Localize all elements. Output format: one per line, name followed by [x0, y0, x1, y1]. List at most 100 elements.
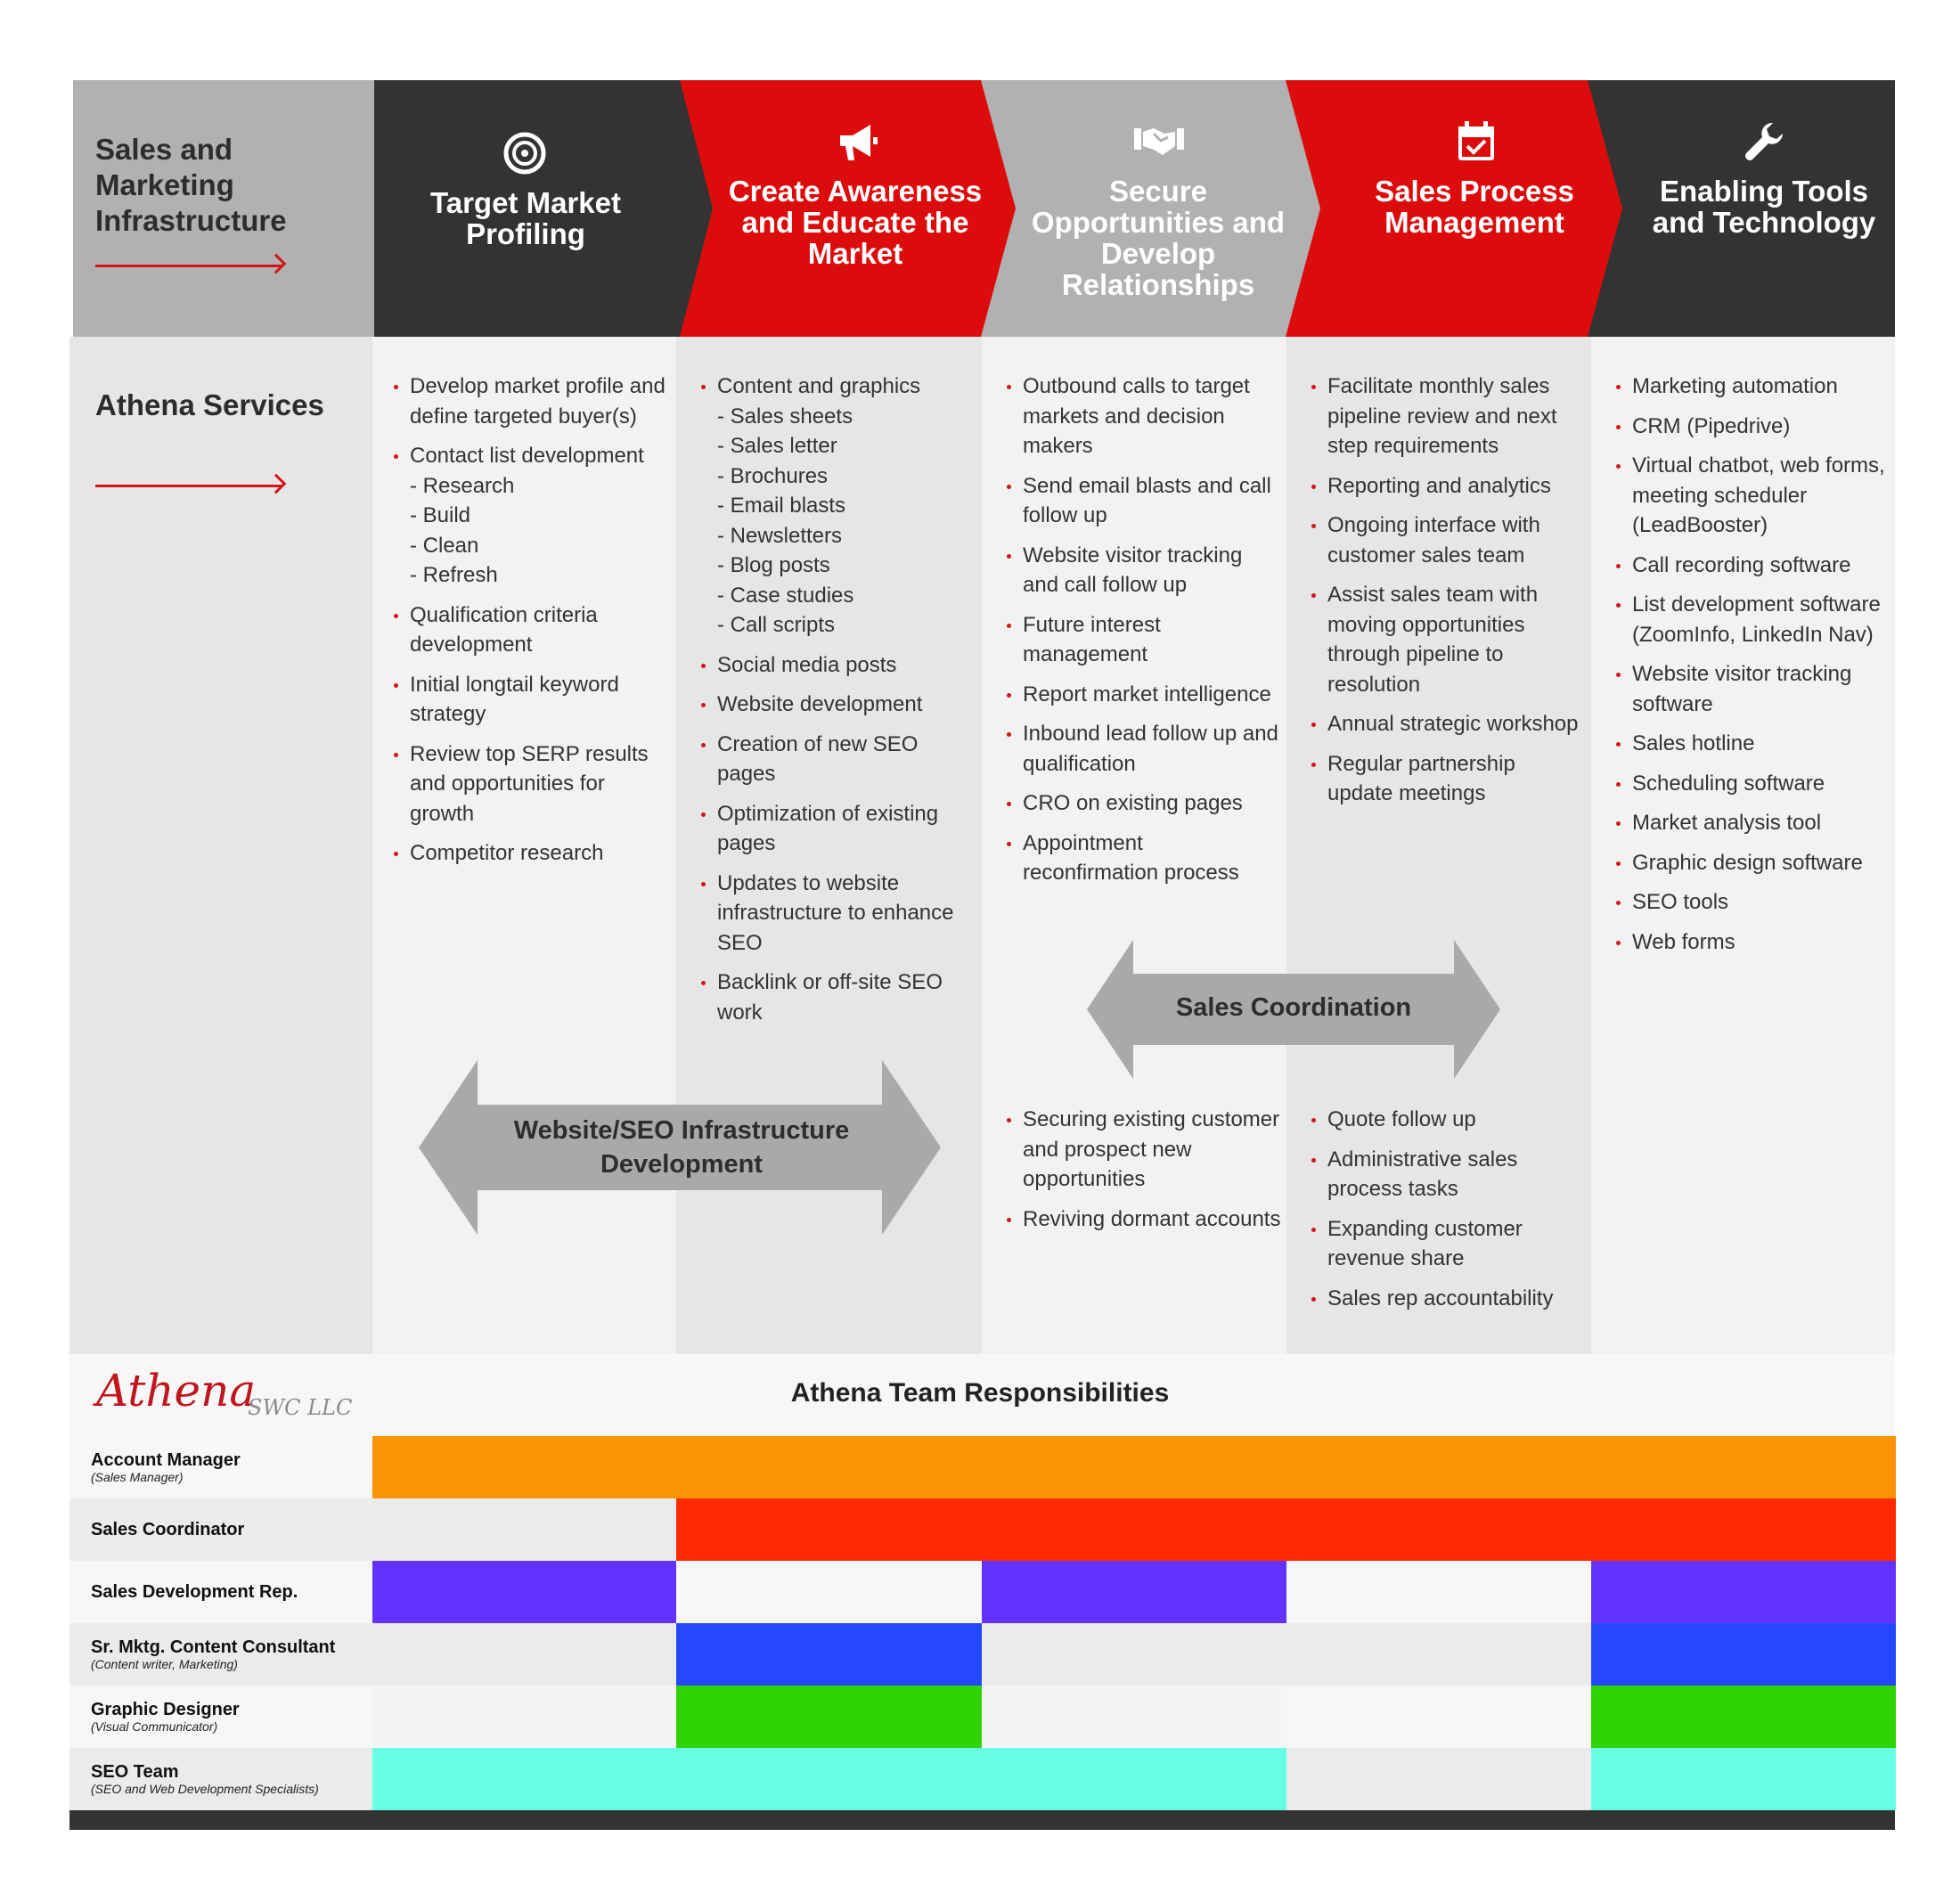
role-subtitle: (Visual Communicator) — [91, 1719, 218, 1734]
service-subitem: - Sales letter — [717, 434, 837, 458]
service-subitem: - Brochures — [717, 463, 829, 488]
service-item-text: Administrative sales process tasks — [1327, 1147, 1518, 1202]
service-item: Securing existing customer and prospect … — [1007, 1105, 1283, 1195]
role-label-cell: Sales Development Rep. — [69, 1561, 372, 1623]
role-label-cell: Sr. Mktg. Content Consultant(Content wri… — [69, 1623, 372, 1686]
stage-band-5 — [1588, 80, 1895, 337]
responsibility-cell-filled — [676, 1748, 983, 1810]
service-item: Ongoing interface with customer sales te… — [1311, 510, 1579, 570]
service-item: Website visitor tracking and call follow… — [1007, 541, 1283, 600]
service-item: Send email blasts and call follow up — [1007, 471, 1283, 531]
service-item: Creation of new SEO pages — [701, 730, 977, 789]
responsibility-cell-filled — [676, 1623, 983, 1686]
services-col-3-bg — [982, 337, 1286, 1354]
role-label-cell: Account Manager(Sales Manager) — [69, 1436, 372, 1498]
service-item: CRM (Pipedrive) — [1616, 412, 1888, 442]
role-name: Sr. Mktg. Content Consultant — [91, 1637, 336, 1657]
service-item-text: CRM (Pipedrive) — [1632, 413, 1791, 438]
responsibility-cell-empty — [1286, 1748, 1592, 1810]
responsibility-cell-filled — [1591, 1436, 1896, 1498]
services-col-4-bg — [1286, 337, 1591, 1354]
service-item: Sales hotline — [1616, 729, 1888, 759]
stage-title-3: Secure Opportunities and Develop Relatio… — [1031, 175, 1286, 301]
stage-band-4 — [1286, 80, 1625, 337]
service-item: Website visitor tracking software — [1616, 659, 1888, 719]
service-item-text: Outbound calls to target markets and dec… — [1023, 374, 1250, 458]
service-item-text: Optimization of existing pages — [717, 801, 939, 856]
role-label: Graphic Designer(Visual Communicator) — [91, 1686, 372, 1748]
services-title: Athena Services — [95, 388, 324, 421]
sales-coordination-double-arrow-icon — [1087, 940, 1500, 1079]
responsibility-cell-filled — [372, 1748, 677, 1810]
role-label-cell: Graphic Designer(Visual Communicator) — [69, 1686, 372, 1748]
wrench-icon — [1745, 123, 1783, 160]
stage-band-1 — [374, 80, 718, 337]
role-subtitle: (SEO and Web Development Specialists) — [91, 1782, 319, 1796]
service-item: Annual strategic workshop — [1311, 709, 1579, 739]
service-item: Assist sales team with moving opportunit… — [1311, 580, 1579, 699]
stage-title-1: Target Market Profiling — [430, 186, 621, 250]
responsibility-cell-filled — [676, 1498, 983, 1561]
service-item-text: Website visitor tracking software — [1632, 662, 1852, 716]
seo-arrow-label: Website/SEO Infrastructure Development — [513, 1116, 850, 1179]
responsibilities-title: Athena Team Responsibilities — [790, 1378, 1170, 1408]
responsibility-cell-empty — [982, 1623, 1287, 1686]
services-left-panel — [69, 337, 372, 1354]
service-subitem: - Refresh — [410, 563, 498, 587]
service-item-text: Social media posts — [717, 652, 897, 677]
responsibility-cell-filled — [372, 1561, 677, 1623]
service-item: Report market intelligence — [1007, 680, 1283, 710]
service-subitem: - Clean — [410, 533, 479, 558]
service-item: Backlink or off-site SEO work — [701, 967, 977, 1027]
service-item: Expanding customer revenue share — [1311, 1214, 1579, 1274]
responsibility-cell-filled — [1591, 1561, 1896, 1623]
service-item: Market analysis tool — [1616, 808, 1888, 838]
service-item-text: Ongoing interface with customer sales te… — [1327, 513, 1540, 567]
service-item-text: Future interest management — [1023, 612, 1161, 667]
service-item-text: Updates to website infrastructure to enh… — [717, 870, 954, 955]
responsibility-cell-filled — [1591, 1498, 1896, 1561]
role-name: SEO Team — [91, 1762, 179, 1782]
service-item-text: Inbound lead follow up and qualification — [1023, 722, 1278, 776]
services-list-col-4: Facilitate monthly sales pipeline review… — [1311, 371, 1579, 819]
service-item-text: Market analysis tool — [1632, 811, 1822, 835]
role-label: Sr. Mktg. Content Consultant(Content wri… — [91, 1623, 372, 1686]
stage-title-5: Enabling Tools and Technology — [1652, 175, 1876, 239]
service-item: Website development — [701, 690, 977, 720]
service-item: Optimization of existing pages — [701, 799, 977, 859]
responsibility-cell-filled — [372, 1436, 677, 1498]
service-item: Scheduling software — [1616, 769, 1888, 799]
service-item: Inbound lead follow up and qualification — [1007, 719, 1283, 779]
service-item: Regular partnership update meetings — [1311, 749, 1579, 809]
service-item-text: CRO on existing pages — [1023, 791, 1243, 815]
sales-coordination-arrow-label: Sales Coordination — [1175, 993, 1412, 1022]
athena-logo: Athena — [96, 1365, 257, 1416]
responsibility-cell-filled — [676, 1436, 983, 1498]
service-item: Social media posts — [701, 650, 977, 681]
service-item-text: Review top SERP results and opportunitie… — [410, 741, 649, 826]
service-item-text: Sales rep accountability — [1327, 1286, 1554, 1310]
target-icon — [503, 132, 546, 175]
responsibility-cell-empty — [982, 1686, 1287, 1748]
role-label: Account Manager(Sales Manager) — [91, 1436, 372, 1498]
seo-double-arrow-icon — [419, 1060, 941, 1235]
service-item-text: Website visitor tracking and call follow… — [1023, 543, 1243, 598]
responsibility-cell-empty — [676, 1561, 983, 1623]
responsibility-matrix: Account Manager(Sales Manager)Sales Coor… — [69, 1436, 1896, 1810]
role-label: SEO Team(SEO and Web Development Special… — [91, 1748, 372, 1810]
role-label-cell: SEO Team(SEO and Web Development Special… — [69, 1748, 372, 1810]
responsibility-cell-filled — [1591, 1686, 1896, 1748]
service-item-text: Competitor research — [410, 841, 604, 865]
service-item-text: Website development — [717, 692, 923, 716]
service-item-text: Backlink or off-site SEO work — [717, 970, 943, 1025]
service-item: CRO on existing pages — [1007, 788, 1283, 819]
service-item-text: Contact list development — [410, 444, 644, 468]
service-item-text: Securing existing customer and prospect … — [1023, 1107, 1280, 1191]
service-item-text: Appointment reconfirmation process — [1023, 830, 1239, 886]
stage-band-2 — [680, 80, 1018, 337]
service-item: Virtual chatbot, web forms, meeting sche… — [1616, 451, 1888, 541]
service-subitem: - Sales sheets — [717, 404, 853, 429]
service-item-text: Graphic design software — [1632, 850, 1863, 875]
